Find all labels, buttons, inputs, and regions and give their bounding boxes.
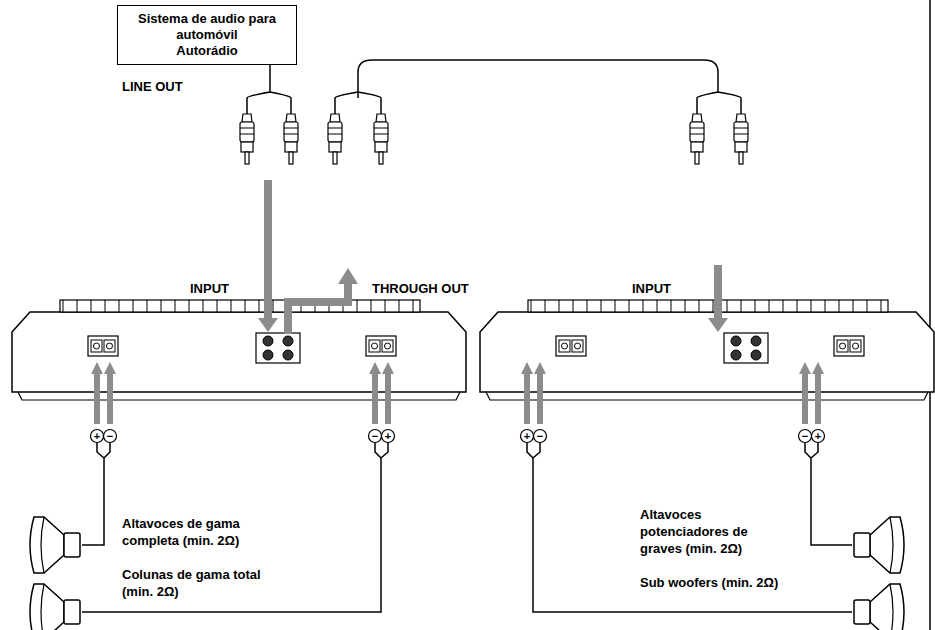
- polarity-circle: [534, 430, 547, 443]
- signal-name: LINE OUT: [122, 78, 183, 95]
- speaker-label: Colunas de gama total (min. 2Ω): [122, 566, 287, 600]
- terminal-arrow: [537, 372, 543, 424]
- terminal-arrowhead: [521, 362, 533, 374]
- signal-name: INPUT: [190, 280, 229, 297]
- terminal-arrowhead: [91, 362, 103, 374]
- terminal-arrowhead: [799, 362, 811, 374]
- terminal-arrow: [802, 372, 808, 424]
- polarity-mark: −: [369, 430, 381, 442]
- polarity-circle: [382, 430, 395, 443]
- polarity-mark: +: [382, 430, 394, 442]
- terminal-arrowhead: [382, 362, 394, 374]
- terminal-arrowhead: [104, 362, 116, 374]
- terminal-arrow: [385, 372, 391, 424]
- signal-name: THROUGH OUT: [372, 280, 469, 297]
- polarity-circle: [369, 430, 382, 443]
- terminal-arrow: [815, 372, 821, 424]
- terminal-arrow: [524, 372, 530, 424]
- polarity-circle: [799, 430, 812, 443]
- polarity-circle: [521, 430, 534, 443]
- polarity-circle: [812, 430, 825, 443]
- terminal-arrowhead: [369, 362, 381, 374]
- speaker-label: Altavoces de gama completa (min. 2Ω): [122, 515, 272, 549]
- head-unit-box: Sistema de audio para automóvilAutorádio: [117, 5, 297, 65]
- polarity-mark: −: [534, 430, 546, 442]
- terminal-arrow: [107, 372, 113, 424]
- terminal-arrowhead: [534, 362, 546, 374]
- polarity-mark: +: [521, 430, 533, 442]
- polarity-circle: [104, 430, 117, 443]
- terminal-arrowhead: [812, 362, 824, 374]
- box-text: Autorádio: [176, 43, 237, 59]
- speaker-label: Altavoces potenciadores de graves (min. …: [640, 506, 765, 557]
- polarity-mark: −: [104, 430, 116, 442]
- signal-name: INPUT: [632, 280, 671, 297]
- speaker-label: Sub woofers (min. 2Ω): [640, 574, 800, 591]
- polarity-mark: +: [91, 430, 103, 442]
- polarity-circle: [91, 430, 104, 443]
- terminal-arrow: [94, 372, 100, 424]
- polarity-mark: −: [799, 430, 811, 442]
- terminal-arrow: [372, 372, 378, 424]
- polarity-mark: +: [812, 430, 824, 442]
- box-text: Sistema de audio para automóvil: [124, 11, 290, 43]
